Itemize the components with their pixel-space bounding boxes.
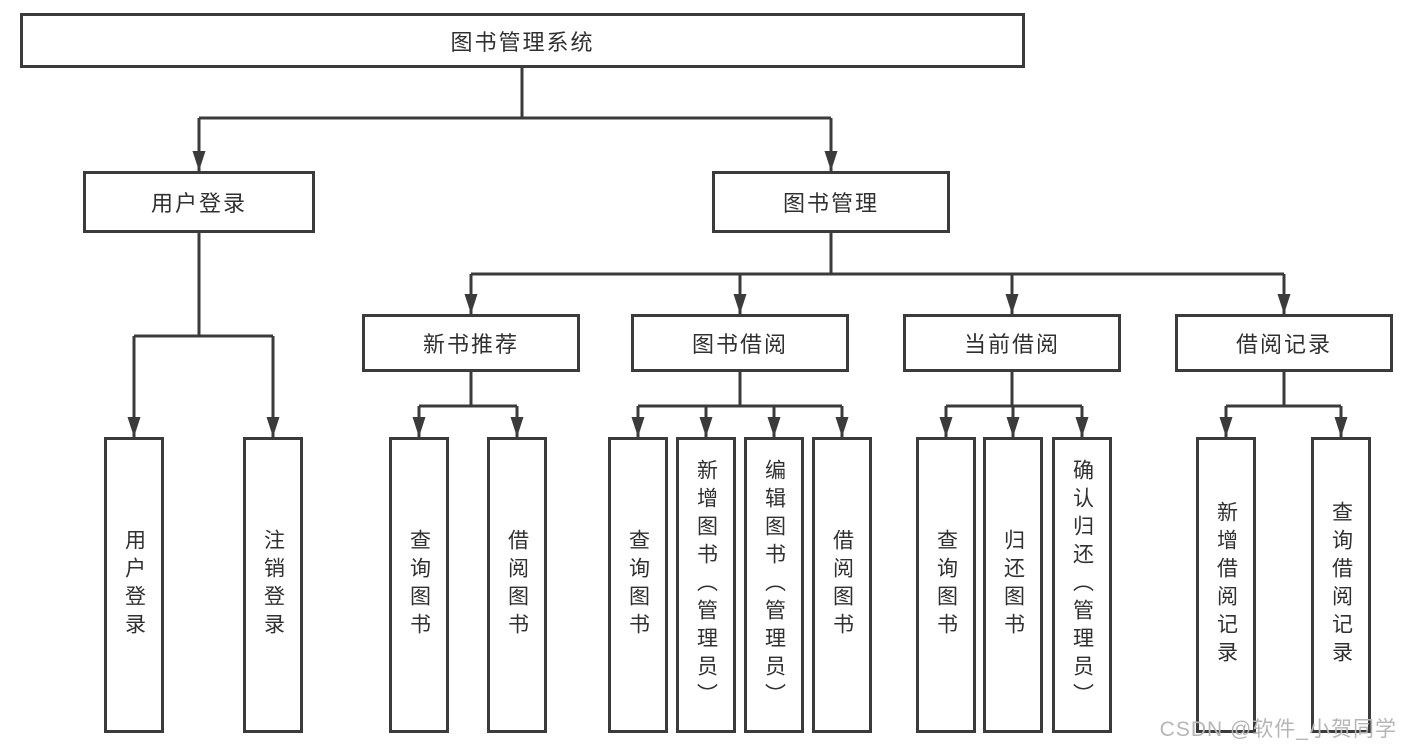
leaf-logout: 注销登录 (243, 437, 303, 733)
node-book-borrow: 图书借阅 (631, 314, 849, 372)
leaf-edit-books-admin: 编辑图书（管理员） (744, 437, 804, 733)
leaf-recommend-query-books-label: 查询图书 (407, 529, 431, 641)
leaf-edit-books-admin-label: 编辑图书（管理员） (762, 459, 786, 711)
leaf-add-books-admin-label: 新增图书（管理员） (694, 459, 718, 711)
connector-borrow-records (1219, 372, 1348, 437)
node-book-management: 图书管理 (712, 171, 950, 233)
leaf-return-books-label: 归还图书 (1001, 529, 1025, 641)
node-user-login-label: 用户登录 (150, 191, 247, 216)
leaf-current-query-books: 查询图书 (916, 437, 976, 733)
leaf-borrow-query-books-label: 查询图书 (626, 529, 650, 641)
leaf-confirm-return-admin-label: 确认归还（管理员） (1070, 459, 1094, 711)
node-new-book-recommend-label: 新书推荐 (422, 332, 519, 357)
leaf-borrow-books: 借阅图书 (812, 437, 872, 733)
node-current-borrow: 当前借阅 (903, 314, 1121, 372)
connector-user-login (127, 233, 280, 437)
leaf-user-login-label: 用户登录 (122, 529, 146, 641)
node-borrow-records-label: 借阅记录 (1235, 332, 1332, 357)
node-root-system: 图书管理系统 (20, 13, 1025, 68)
connector-new-book-recommend (412, 372, 524, 437)
leaf-borrow-books-label: 借阅图书 (830, 529, 854, 641)
node-current-borrow-label: 当前借阅 (963, 332, 1060, 357)
leaf-query-borrow-record: 查询借阅记录 (1311, 437, 1371, 733)
leaf-confirm-return-admin: 确认归还（管理员） (1052, 437, 1112, 733)
node-book-management-label: 图书管理 (782, 191, 879, 216)
leaf-recommend-borrow-books: 借阅图书 (487, 437, 547, 733)
connector-root (192, 68, 838, 171)
connector-book-management (464, 233, 1291, 314)
leaf-add-borrow-record: 新增借阅记录 (1196, 437, 1256, 733)
node-borrow-records: 借阅记录 (1175, 314, 1393, 372)
leaf-recommend-query-books: 查询图书 (389, 437, 449, 733)
node-book-borrow-label: 图书借阅 (691, 332, 788, 357)
node-new-book-recommend: 新书推荐 (362, 314, 580, 372)
leaf-logout-label: 注销登录 (261, 529, 285, 641)
leaf-borrow-query-books: 查询图书 (608, 437, 668, 733)
csdn-watermark: CSDN @软件_小贺同学 (1159, 718, 1397, 741)
connector-book-borrow (631, 372, 849, 437)
leaf-query-borrow-record-label: 查询借阅记录 (1329, 501, 1353, 669)
node-root-system-label: 图书管理系统 (450, 29, 595, 55)
node-user-login: 用户登录 (83, 171, 315, 233)
leaf-return-books: 归还图书 (983, 437, 1043, 733)
leaf-recommend-borrow-books-label: 借阅图书 (505, 529, 529, 641)
leaf-add-books-admin: 新增图书（管理员） (676, 437, 736, 733)
connector-current-borrow (939, 372, 1089, 437)
leaf-add-borrow-record-label: 新增借阅记录 (1214, 501, 1238, 669)
leaf-user-login: 用户登录 (104, 437, 164, 733)
leaf-current-query-books-label: 查询图书 (934, 529, 958, 641)
